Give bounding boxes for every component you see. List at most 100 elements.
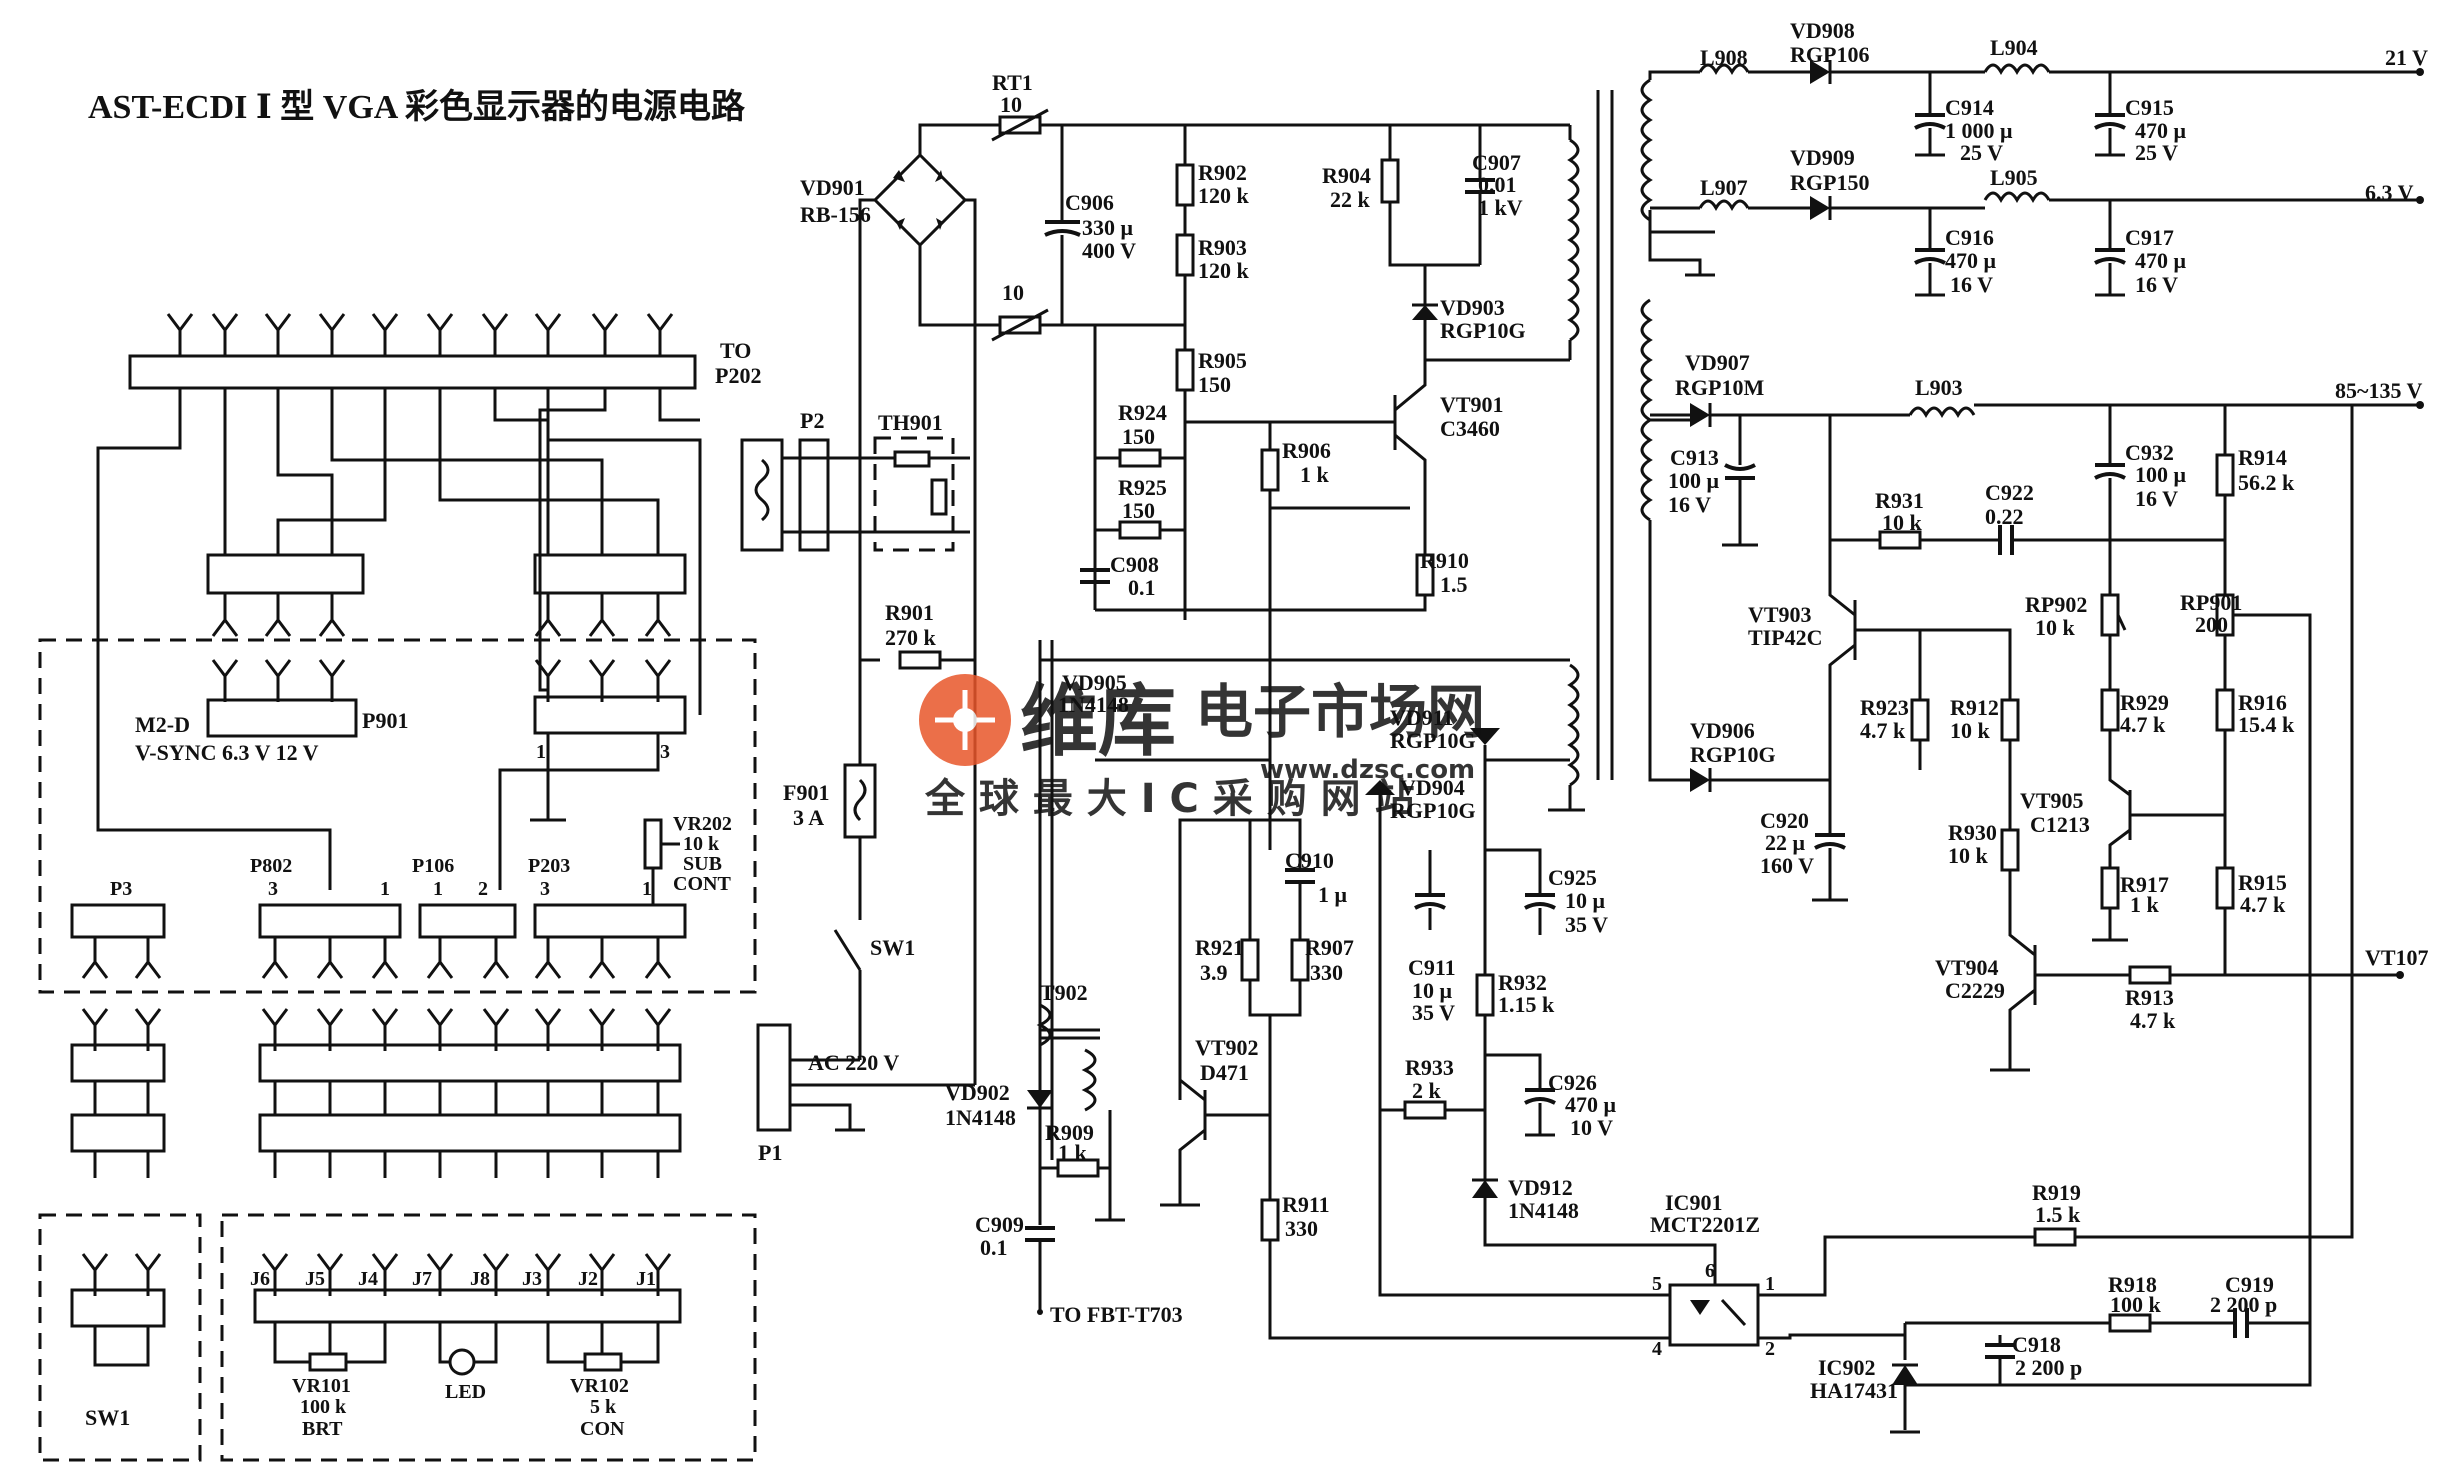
watermark-brand: 维库: [1020, 677, 1176, 767]
p802-label: P802: [250, 855, 292, 877]
ic902-label: IC902: [1818, 1355, 1875, 1380]
vr202-value: 10 k: [683, 833, 720, 855]
vt901-label: VT901: [1440, 392, 1504, 417]
r930-label: R930: [1948, 820, 1997, 845]
c916-voltage: 16 V: [1950, 272, 1993, 297]
c909-label: C909: [975, 1212, 1024, 1237]
c917-value: 470 μ: [2135, 248, 2187, 273]
vd908-label: VD908: [1790, 18, 1855, 43]
f901-label: F901: [783, 780, 829, 805]
vt903-type: TIP42C: [1748, 625, 1823, 650]
sw1-box: [38, 1213, 202, 1462]
connector-bank-p202: TO P202: [128, 312, 761, 390]
c908-label: C908: [1110, 552, 1159, 577]
c926-voltage: 10 V: [1570, 1115, 1613, 1140]
r902-label: R902: [1198, 160, 1247, 185]
r914-label: R914: [2238, 445, 2287, 470]
c911-label: C911: [1408, 955, 1456, 980]
to-p202-label-2: P202: [715, 363, 761, 388]
vd905-label: VD905: [1062, 670, 1127, 695]
p106-pin1: 1: [433, 878, 443, 900]
r914-value: 56.2 k: [2238, 470, 2295, 495]
rp902-value: 10 k: [2035, 615, 2076, 640]
c915-value: 470 μ: [2135, 118, 2187, 143]
vd912-type: 1N4148: [1508, 1198, 1579, 1223]
ic901-pin5: 5: [1652, 1273, 1662, 1295]
vd905-type: 1N4148: [1058, 692, 1129, 717]
c916-label: C916: [1945, 225, 1994, 250]
c913-label: C913: [1670, 445, 1719, 470]
vsync-label: V-SYNC 6.3 V 12 V: [135, 740, 319, 765]
c907-voltage: 1 kV: [1478, 195, 1523, 220]
p1-label: P1: [758, 1140, 782, 1165]
c906-value: 330 μ: [1082, 215, 1134, 240]
vd909-label: VD909: [1790, 145, 1855, 170]
r905-value: 150: [1198, 372, 1231, 397]
r933-label: R933: [1405, 1055, 1454, 1080]
l907-label: L907: [1700, 175, 1748, 200]
r923-label: R923: [1860, 695, 1909, 720]
sw1-box-label: SW1: [85, 1405, 130, 1430]
r925-label: R925: [1118, 475, 1167, 500]
j5-label: J5: [305, 1268, 325, 1290]
p802-pin3: 3: [268, 878, 278, 900]
c920-voltage: 160 V: [1760, 853, 1814, 878]
watermark-url: www.dzsc.com: [1260, 755, 1475, 785]
vd906-type: RGP10G: [1690, 742, 1776, 767]
vd911-type: RGP10G: [1390, 728, 1476, 753]
vr202-label: VR202: [673, 813, 732, 835]
c914-value: 1 000 μ: [1945, 118, 2013, 143]
output-85-135v: 85~135 V: [2335, 378, 2423, 403]
p203-label: P203: [528, 855, 570, 877]
r919-label: R919: [2032, 1180, 2081, 1205]
r912-label: R912: [1950, 695, 1999, 720]
vd903-label: VD903: [1440, 295, 1505, 320]
ic901-pin1: 1: [1765, 1273, 1775, 1295]
l905-label: L905: [1990, 165, 2038, 190]
vd901-label: VD901: [800, 175, 865, 200]
c932-value: 100 μ: [2135, 462, 2187, 487]
ic902-type: HA17431: [1810, 1378, 1898, 1403]
r925-value: 150: [1122, 498, 1155, 523]
c910-label: C910: [1285, 848, 1334, 873]
r910-value: 1.5: [1440, 572, 1468, 597]
c911-value: 10 μ: [1412, 978, 1453, 1003]
c918-label: C918: [2012, 1332, 2061, 1357]
vd904-label: VD904: [1400, 775, 1465, 800]
j3-label: J3: [522, 1268, 542, 1290]
pin-1a: 1: [536, 741, 546, 763]
r911-value: 330: [1285, 1216, 1318, 1241]
r917-value: 1 k: [2130, 892, 2160, 917]
c917-label: C917: [2125, 225, 2174, 250]
r923-value: 4.7 k: [1860, 718, 1906, 743]
r916-label: R916: [2238, 690, 2287, 715]
p203-pin1: 1: [642, 878, 652, 900]
r913-value: 4.7 k: [2130, 1008, 2176, 1033]
c913-voltage: 16 V: [1668, 492, 1711, 517]
c908-value: 0.1: [1128, 575, 1156, 600]
j8-label: J8: [470, 1268, 490, 1290]
rp901-value: 200: [2195, 612, 2228, 637]
to-fbt-label: TO FBT-T703: [1050, 1302, 1183, 1327]
vd903-type: RGP10G: [1440, 318, 1526, 343]
c918-value: 2 200 p: [2015, 1355, 2082, 1380]
vd911-label: VD911: [1390, 705, 1454, 730]
r916-value: 15.4 k: [2238, 712, 2295, 737]
vr102-value: 5 k: [590, 1396, 617, 1418]
c932-label: C932: [2125, 440, 2174, 465]
r924-value: 150: [1122, 424, 1155, 449]
c914-voltage: 25 V: [1960, 140, 2003, 165]
th901-label: TH901: [878, 410, 943, 435]
r902-value: 120 k: [1198, 183, 1250, 208]
vd904-type: RGP10G: [1390, 798, 1476, 823]
p2-label: P2: [800, 408, 824, 433]
l904-label: L904: [1990, 35, 2038, 60]
r909-value: 1 k: [1058, 1140, 1088, 1165]
output-vt107: VT107: [2365, 945, 2429, 970]
r903-label: R903: [1198, 235, 1247, 260]
output-63v: 6.3 V: [2365, 180, 2414, 205]
led-label: LED: [445, 1381, 486, 1403]
rt1-label: RT1: [992, 70, 1033, 95]
c914-label: C914: [1945, 95, 1994, 120]
ic901-pin4: 4: [1652, 1338, 1662, 1360]
